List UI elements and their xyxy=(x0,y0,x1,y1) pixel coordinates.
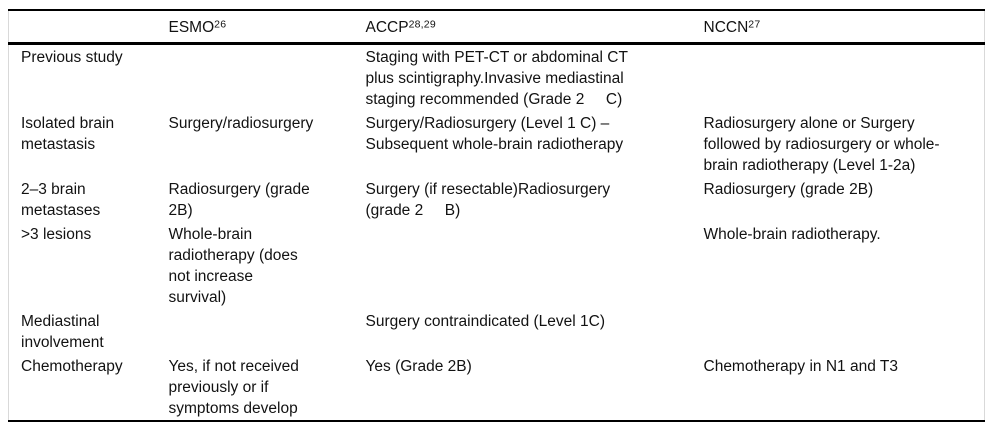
table-row-mediastinal-involvement: Mediastinal involvement Surgery contrain… xyxy=(9,309,985,354)
table-cell-accp: Surgery contraindicated (Level 1C) xyxy=(365,313,606,330)
column-header-label: ESMO xyxy=(168,19,215,36)
table-cell-nccn: Whole-brain radiotherapy. xyxy=(703,226,881,243)
table-cell-esmo: Surgery/radiosurgery xyxy=(168,115,314,132)
table-row-previous-study: Previous study Staging with PET-CT or ab… xyxy=(9,44,985,112)
table-cell-nccn xyxy=(704,309,985,354)
table-row-isolated-brain-metastasis: Isolated brain metastasis Surgery/radios… xyxy=(9,111,985,177)
table-row-more-than-3-lesions: >3 lesions Whole-brain radiotherapy (doe… xyxy=(9,222,985,309)
column-header-nccn: NCCN27 xyxy=(703,10,985,45)
table-row-2-3-brain-metastases: 2–3 brain metastases Radiosurgery (grade… xyxy=(9,177,985,222)
table-cell-esmo: Yes, if not received previously or if sy… xyxy=(168,358,299,417)
table-cell-nccn: Chemotherapy in N1 and T3 xyxy=(703,358,898,375)
column-header-reference: 28,29 xyxy=(408,18,436,31)
table-row-chemotherapy: Chemotherapy Yes, if not received previo… xyxy=(9,354,985,421)
column-header-reference: 27 xyxy=(748,18,761,31)
table-cell-nccn xyxy=(704,44,985,112)
table-cell-nccn: Radiosurgery (grade 2B) xyxy=(703,181,874,198)
column-header-esmo: ESMO26 xyxy=(168,10,366,45)
table-cell-esmo xyxy=(169,44,366,112)
guidelines-comparison-table: ESMO26 ACCP28,29 NCCN27 Previous study S… xyxy=(8,9,985,422)
row-label: 2–3 brain metastases xyxy=(21,181,101,219)
column-header-accp: ACCP28,29 xyxy=(365,10,704,45)
column-header-label: NCCN xyxy=(703,19,749,36)
table-cell-esmo: Radiosurgery (grade 2B) xyxy=(168,181,310,219)
row-label: Chemotherapy xyxy=(21,358,123,375)
column-header-label: ACCP xyxy=(365,19,409,36)
row-label: Isolated brain metastasis xyxy=(21,115,115,153)
table-cell-accp: Surgery/Radiosurgery (Level 1 C) – Subse… xyxy=(365,115,624,153)
table-cell-accp: Staging with PET-CT or abdominal CT plus… xyxy=(365,49,628,108)
row-label: Mediastinal involvement xyxy=(21,313,104,351)
table-cell-accp: Surgery (if resectable)Radiosurgery (gra… xyxy=(365,181,611,219)
table-cell-esmo xyxy=(169,309,366,354)
column-header-empty xyxy=(8,10,169,45)
header-row: ESMO26 ACCP28,29 NCCN27 xyxy=(8,10,985,45)
row-label: >3 lesions xyxy=(21,226,92,243)
column-header-reference: 26 xyxy=(214,18,227,31)
table-cell-accp xyxy=(366,222,704,309)
table-cell-nccn: Radiosurgery alone or Surgery followed b… xyxy=(703,115,940,174)
table-cell-esmo: Whole-brain radiotherapy (does not incre… xyxy=(168,226,298,306)
guidelines-table-container: ESMO26 ACCP28,29 NCCN27 Previous study S… xyxy=(8,9,985,422)
table-cell-accp: Yes (Grade 2B) xyxy=(365,358,472,375)
row-label: Previous study xyxy=(21,49,123,66)
